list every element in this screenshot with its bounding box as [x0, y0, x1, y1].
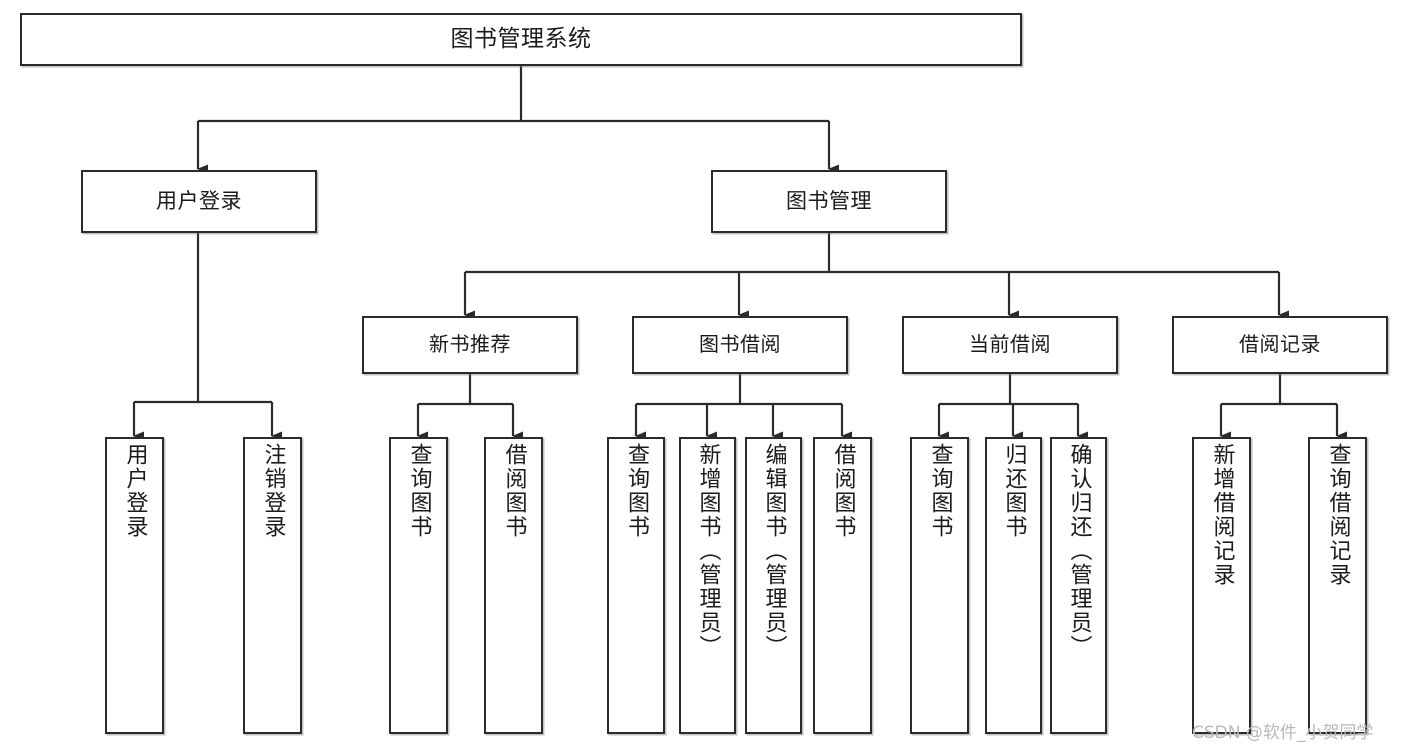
node-leaf-add-book: 新增图书（管理员） — [679, 437, 736, 734]
node-label: 当前借阅 — [969, 332, 1051, 357]
node-leaf-edit-book: 编辑图书（管理员） — [745, 437, 802, 734]
node-current-borrow: 当前借阅 — [902, 316, 1118, 374]
edge-e-current-leaves — [937, 374, 1088, 441]
node-leaf-borrow-book-1: 借阅图书 — [484, 437, 543, 734]
node-label: 新书推荐 — [429, 332, 511, 357]
node-label: 借阅图书 — [501, 443, 527, 539]
edge-e-rec-leaves — [416, 374, 523, 441]
node-leaf-query-book-1: 查询图书 — [389, 437, 448, 734]
node-leaf-confirm-return: 确认归还（管理员） — [1050, 437, 1107, 734]
node-label: 图书管理 — [786, 189, 872, 214]
edge-e-record-leaves — [1219, 374, 1347, 441]
edge-e-manage-subs — [463, 233, 1289, 320]
node-label: 查询图书 — [624, 443, 649, 539]
node-label: 编辑图书（管理员） — [761, 443, 787, 659]
node-label: 归还图书 — [1001, 443, 1027, 539]
node-label: 图书管理系统 — [450, 25, 592, 52]
node-label: 确认归还（管理员） — [1066, 443, 1092, 659]
node-leaf-query-book-3: 查询图书 — [910, 437, 969, 734]
node-label: 用户登录 — [122, 443, 148, 539]
node-borrow-record: 借阅记录 — [1172, 316, 1388, 374]
edges-group — [132, 66, 1347, 441]
node-user-login: 用户登录 — [81, 170, 317, 233]
edge-e-login-leaves — [132, 233, 282, 441]
node-leaf-user-login: 用户登录 — [105, 437, 164, 734]
node-label: 借阅记录 — [1239, 332, 1321, 357]
edge-e-borrow-leaves — [634, 374, 852, 441]
node-label: 用户登录 — [156, 189, 242, 214]
node-leaf-borrow-book-2: 借阅图书 — [813, 437, 872, 734]
node-book-borrow: 图书借阅 — [632, 316, 848, 374]
node-leaf-query-book-2: 查询图书 — [607, 437, 665, 734]
node-new-book-rec: 新书推荐 — [362, 316, 578, 374]
csdn-watermark: CSDN @软件_小贺同学 — [1192, 723, 1374, 743]
node-label: 新增借阅记录 — [1209, 443, 1235, 587]
node-label: 查询借阅记录 — [1325, 443, 1351, 587]
node-label: 借阅图书 — [830, 443, 856, 539]
node-label: 查询图书 — [927, 443, 953, 539]
node-label: 新增图书（管理员） — [695, 443, 721, 659]
node-leaf-add-record: 新增借阅记录 — [1192, 437, 1251, 734]
node-label: 图书借阅 — [699, 332, 781, 357]
edge-e-root-users — [196, 66, 839, 174]
node-root: 图书管理系统 — [20, 13, 1022, 66]
node-leaf-query-record: 查询借阅记录 — [1308, 437, 1367, 734]
node-book-manage: 图书管理 — [711, 170, 947, 233]
node-leaf-logout: 注销登录 — [243, 437, 302, 734]
node-label: 查询图书 — [406, 443, 432, 539]
node-label: 注销登录 — [260, 443, 286, 539]
node-leaf-return-book: 归还图书 — [985, 437, 1042, 734]
